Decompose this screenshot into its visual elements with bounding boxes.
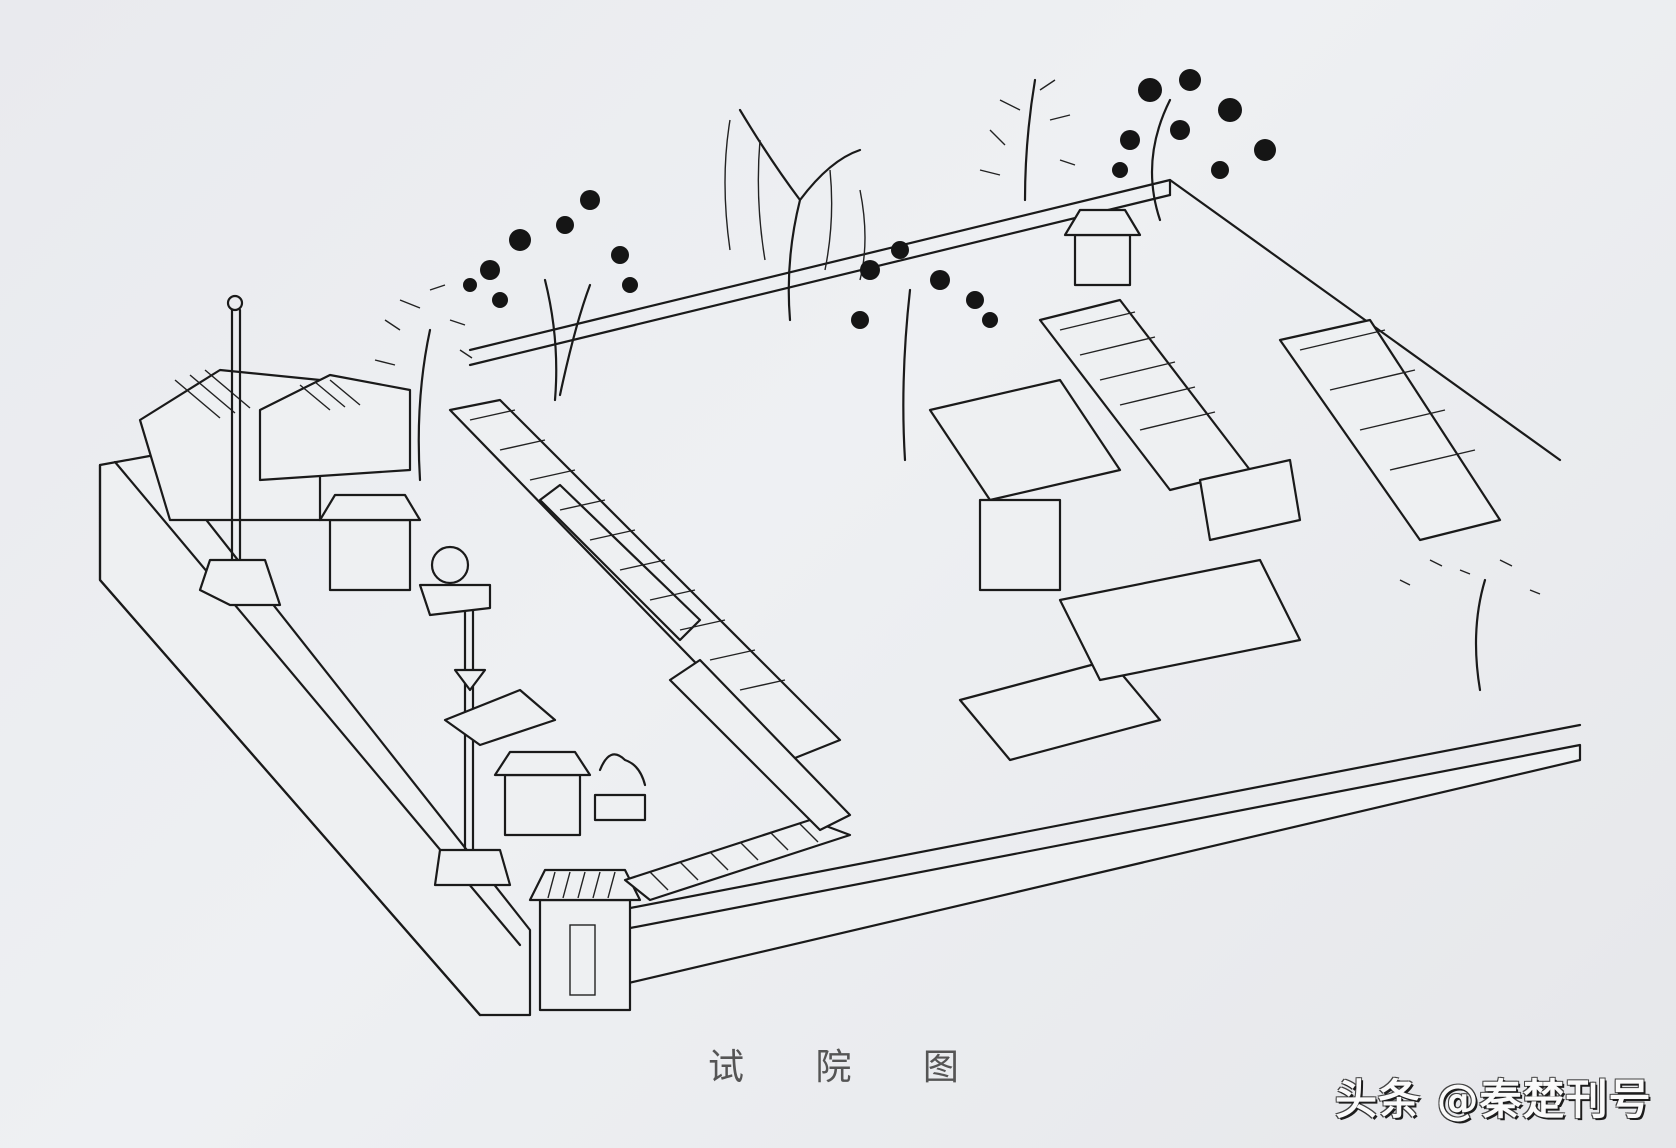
tree-willow [724, 108, 866, 322]
central-halls [448, 298, 1502, 832]
rear-pavilion [1063, 208, 1142, 287]
tree-leafy [979, 78, 1076, 202]
figure-caption: 试 院 图 [708, 1047, 989, 1088]
incense-pavilions [318, 493, 647, 837]
tree-bottom-right [1399, 559, 1541, 692]
lantern-pole [418, 545, 557, 887]
flagpole [198, 294, 282, 607]
tree-left [463, 190, 638, 402]
front-gate [528, 818, 852, 1012]
outer-wall [98, 178, 1582, 1017]
left-buildings [138, 368, 412, 522]
source-watermark: 头条 @秦楚刊号 [1335, 1075, 1652, 1124]
tree-right [1112, 69, 1276, 222]
tree-center [851, 241, 998, 462]
trees [374, 69, 1541, 692]
tree-left-small [374, 284, 473, 482]
